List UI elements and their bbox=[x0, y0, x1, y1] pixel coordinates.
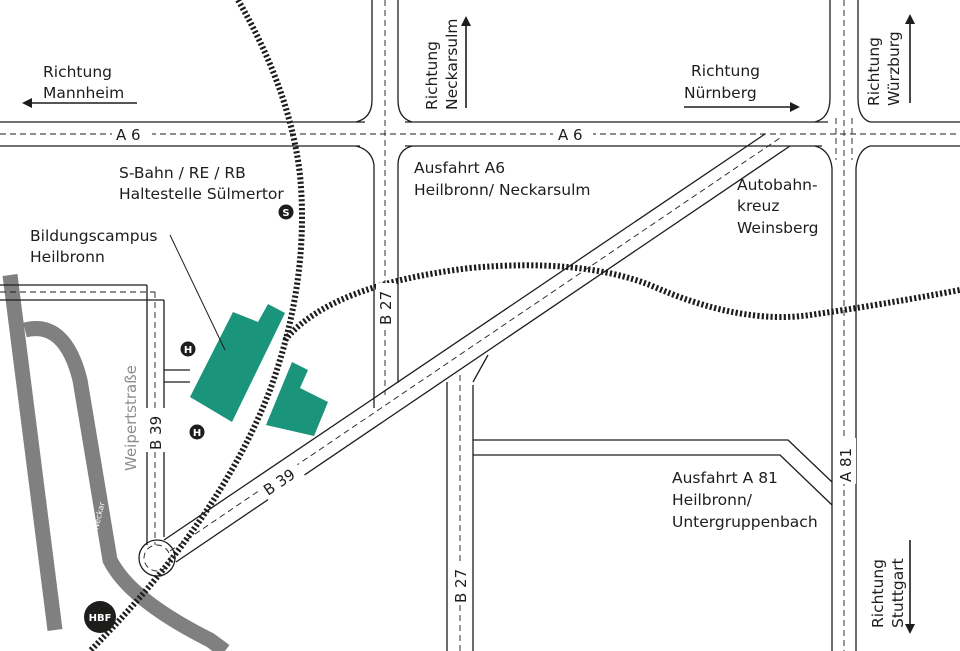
a6-motorway bbox=[0, 121, 960, 147]
arrow-up-icon bbox=[905, 14, 915, 103]
direction-wuerzburg-line1: Richtung bbox=[865, 37, 883, 106]
exit-a81-label-line1: Ausfahrt A 81 bbox=[672, 469, 778, 487]
arrow-down-icon bbox=[905, 540, 915, 634]
arrow-up-icon bbox=[461, 16, 471, 108]
svg-text:HBF: HBF bbox=[89, 613, 112, 624]
road-label-a81: A 81 bbox=[837, 448, 855, 482]
campus-pointer-line bbox=[169, 234, 226, 351]
direction-mannheim-line1: Richtung bbox=[43, 63, 112, 81]
a81-motorway bbox=[814, 0, 871, 651]
direction-neckarsulm-line2: Neckarsulm bbox=[443, 18, 461, 110]
road-label-b27-upper: B 27 bbox=[377, 291, 395, 325]
sbahn-stop-icon: S bbox=[278, 204, 294, 220]
exit-a81-label-line3: Untergruppenbach bbox=[672, 513, 818, 531]
direction-mannheim-line2: Mannheim bbox=[43, 84, 124, 102]
direction-wuerzburg-line2: Würzburg bbox=[885, 31, 903, 106]
svg-text:H: H bbox=[184, 345, 192, 356]
road-label-b39-vertical: B 39 bbox=[147, 416, 165, 450]
railway-north-south bbox=[87, 0, 305, 651]
direction-nuernberg-line2: Nürnberg bbox=[684, 84, 757, 102]
svg-text:S: S bbox=[282, 208, 289, 219]
direction-nuernberg-line1: Richtung bbox=[691, 62, 760, 80]
exit-a81-label-line2: Heilbronn/ bbox=[672, 491, 753, 509]
interchange-label-line1: Autobahn- bbox=[737, 176, 818, 194]
street-label-weipertstrasse: Weipertstraße bbox=[122, 365, 140, 471]
side-streets bbox=[164, 354, 833, 506]
direction-stuttgart-line2: Stuttgart bbox=[889, 558, 907, 628]
interchange-label-line3: Weinsberg bbox=[737, 219, 818, 237]
sbahn-label-line2: Haltestelle Sülmertor bbox=[119, 185, 284, 203]
direction-arrows bbox=[22, 14, 915, 634]
bus-stop-icon: H bbox=[189, 424, 205, 440]
exit-a6-label-line1: Ausfahrt A6 bbox=[414, 159, 505, 177]
road-label-b27-lower: B 27 bbox=[452, 569, 470, 603]
campus-label-line1: Bildungscampus bbox=[30, 227, 158, 245]
exit-a6-label-line2: Heilbronn/ Neckarsulm bbox=[414, 181, 591, 199]
neckar-river bbox=[2, 274, 230, 651]
campus-label-line2: Heilbronn bbox=[30, 248, 105, 266]
direction-stuttgart-line1: Richtung bbox=[869, 559, 887, 628]
road-label-a6-right: A 6 bbox=[558, 126, 583, 144]
arrow-left-icon bbox=[22, 98, 137, 108]
svg-text:H: H bbox=[193, 428, 201, 439]
campus-building-annex bbox=[266, 362, 328, 436]
bus-stop-icon: H bbox=[180, 341, 196, 357]
direction-neckarsulm-line1: Richtung bbox=[423, 41, 441, 110]
main-station-icon: HBF bbox=[84, 601, 116, 633]
campus-building-main bbox=[190, 304, 285, 422]
sbahn-label-line1: S-Bahn / RE / RB bbox=[119, 164, 246, 182]
interchange-label-line2: kreuz bbox=[737, 197, 780, 215]
arrow-right-icon bbox=[684, 102, 800, 112]
road-label-a6-left: A 6 bbox=[116, 126, 141, 144]
campus-buildings bbox=[190, 304, 328, 436]
